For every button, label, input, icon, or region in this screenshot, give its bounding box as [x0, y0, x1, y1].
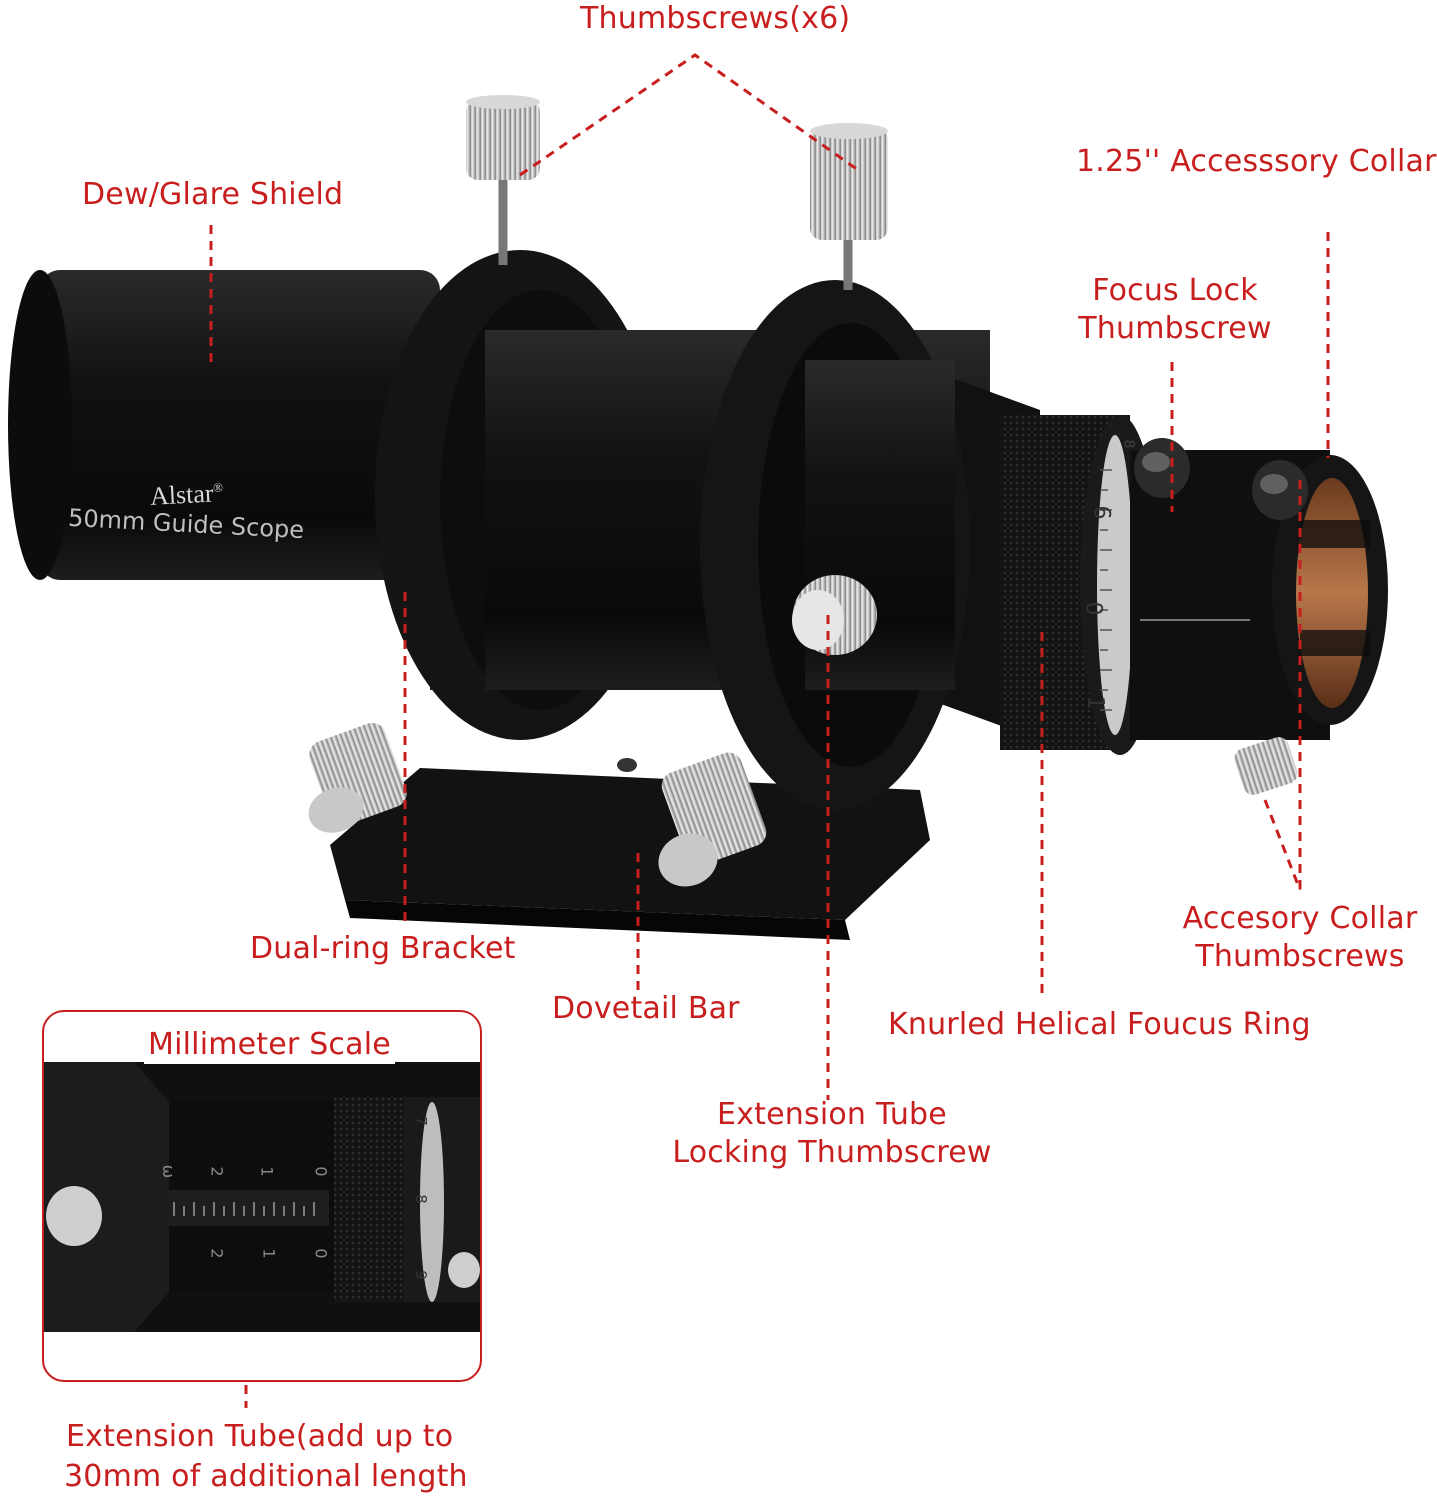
inset-scale-digit: 0	[311, 1248, 331, 1259]
inset-scale-digit: ω	[159, 1164, 179, 1179]
inset-scale-digit: 0	[311, 1166, 331, 1177]
label-focus-lock-line2: Thumbscrew	[1078, 311, 1272, 346]
dovetail-bar	[330, 758, 930, 940]
inset-scale-digit: 2	[207, 1248, 227, 1259]
collar-silver-thumbscrew	[1234, 737, 1298, 795]
brand-logo: Alstar®	[149, 478, 224, 512]
focus-lock-thumbscrew	[1134, 438, 1190, 498]
inset-scale-digit: 2	[207, 1166, 227, 1177]
label-extension-tube-locking-thumbscrew: Extension Tube Locking Thumbscrew	[672, 1096, 992, 1172]
label-focus-lock-thumbscrew: Focus Lock Thumbscrew	[1070, 272, 1280, 348]
label-dew-glare-shield: Dew/Glare Shield	[82, 177, 344, 212]
inset-ring-digit: 7	[411, 1116, 430, 1126]
label-collar-screws-line1: Accesory Collar	[1182, 901, 1418, 936]
inset-ring-digit: 9	[411, 1270, 430, 1280]
extension-tube-inset: ω 2 1 0 2 1 0 7 8 9 Millimeter Scale	[42, 1010, 482, 1382]
label-accessory-collar: 1.25'' Accesssory Collar	[1076, 144, 1437, 179]
label-ext-lock-line1: Extension Tube	[717, 1097, 947, 1132]
extension-tube-locking-thumbscrew	[792, 575, 877, 655]
top-thumbscrew-right	[810, 123, 888, 290]
label-knurled-focus-ring: Knurled Helical Foucus Ring	[888, 1007, 1311, 1042]
inset-illustration	[44, 1062, 480, 1332]
brand-name: Alstar	[149, 478, 215, 511]
label-extension-tube-line1: Extension Tube(add up to	[66, 1419, 454, 1454]
dew-shield	[8, 270, 440, 580]
side-thumbscrew-right	[658, 752, 767, 887]
label-extension-tube-line2: 30mm of additional length	[64, 1459, 468, 1494]
brand-registered-mark: ®	[212, 479, 224, 495]
top-thumbscrew-left	[466, 95, 540, 265]
focuser-scale-digit: 1	[1082, 695, 1108, 710]
front-ring	[700, 280, 970, 810]
focuser-scale-digit: 6	[1088, 505, 1114, 520]
label-dual-ring-bracket: Dual-ring Bracket	[250, 931, 516, 966]
label-thumbscrews: Thumbscrews(x6)	[580, 1, 851, 36]
label-accessory-collar-thumbscrews: Accesory Collar Thumbscrews	[1180, 900, 1420, 976]
label-dovetail-bar: Dovetail Bar	[552, 991, 740, 1026]
focuser-scale-digit: 8	[1120, 439, 1137, 449]
label-collar-screws-line2: Thumbscrews	[1195, 939, 1405, 974]
collar-lock-thumbscrew	[1252, 460, 1308, 520]
inset-scale-digit: 1	[257, 1166, 277, 1177]
label-millimeter-scale: Millimeter Scale	[144, 1026, 395, 1064]
side-thumbscrew-left	[308, 722, 407, 833]
leader-lines	[209, 53, 1330, 1408]
inset-scale-digit: 1	[259, 1248, 279, 1259]
inset-ring-digit: 8	[411, 1194, 430, 1204]
focuser-scale-digit: 0	[1080, 601, 1106, 616]
label-ext-lock-line2: Locking Thumbscrew	[672, 1135, 992, 1170]
label-focus-lock-line1: Focus Lock	[1092, 273, 1258, 308]
